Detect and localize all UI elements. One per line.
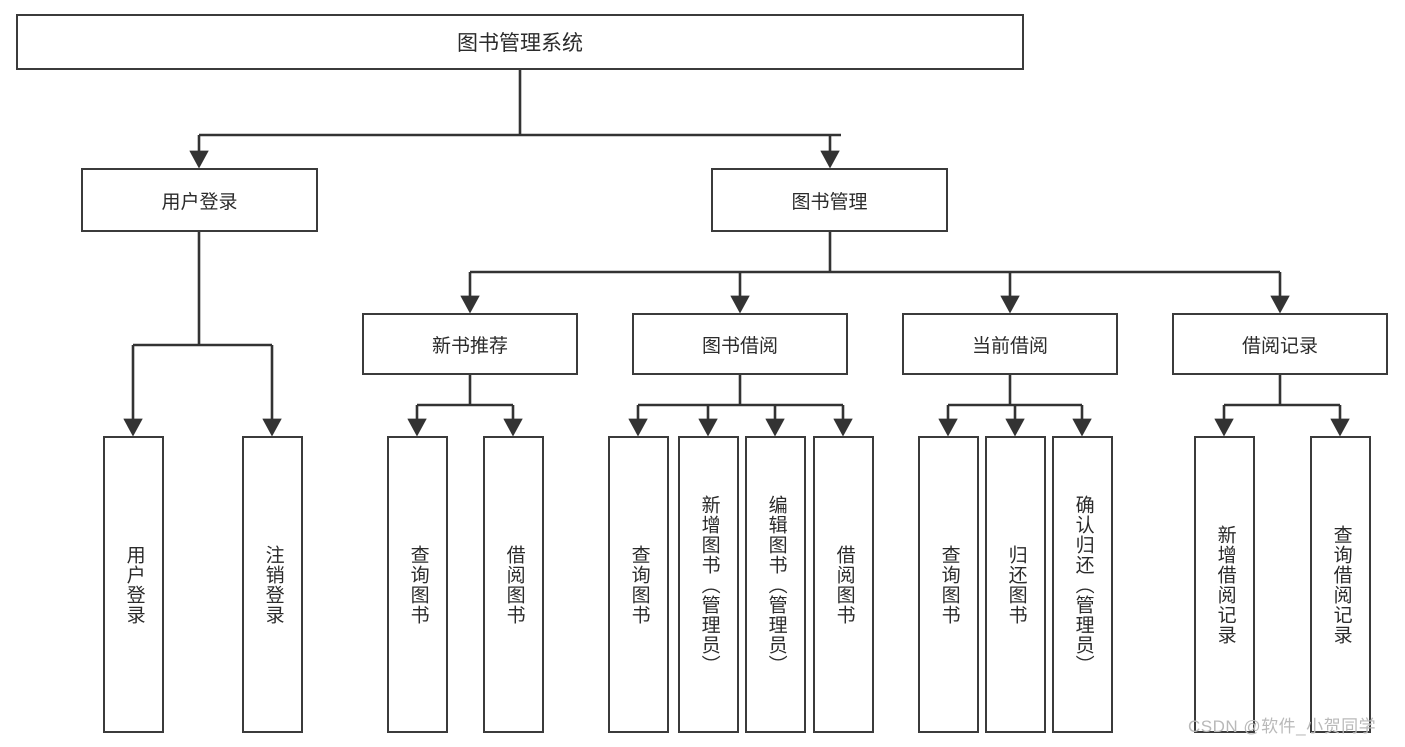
node-leaf-edit-book-label: 编辑图书（管理员） bbox=[765, 494, 787, 675]
node-user-login-label: 用户登录 bbox=[161, 191, 238, 213]
watermark: CSDN @软件_小贺同学 bbox=[1188, 717, 1377, 736]
node-leaf-query-book-2-label: 查询图书 bbox=[628, 544, 650, 625]
node-leaf-return-book-label: 归还图书 bbox=[1005, 544, 1027, 625]
node-leaf-query-record-label: 查询借阅记录 bbox=[1330, 524, 1352, 645]
node-current-borrow-label: 当前借阅 bbox=[971, 335, 1048, 357]
node-leaf-query-record[interactable]: 查询借阅记录 bbox=[1310, 436, 1371, 733]
node-leaf-user-login[interactable]: 用户登录 bbox=[103, 436, 164, 733]
node-leaf-add-book-label: 新增图书（管理员） bbox=[698, 494, 720, 675]
node-new-book-recommend[interactable]: 新书推荐 bbox=[362, 313, 578, 375]
node-leaf-borrow-book-1[interactable]: 借阅图书 bbox=[483, 436, 544, 733]
node-leaf-confirm-return-label: 确认归还（管理员） bbox=[1072, 494, 1094, 675]
node-leaf-confirm-return[interactable]: 确认归还（管理员） bbox=[1052, 436, 1113, 733]
node-leaf-query-book-1-label: 查询图书 bbox=[407, 544, 429, 625]
node-book-borrow-label: 图书借阅 bbox=[701, 335, 778, 357]
node-leaf-query-book-2[interactable]: 查询图书 bbox=[608, 436, 669, 733]
node-leaf-add-record-label: 新增借阅记录 bbox=[1214, 524, 1236, 645]
node-leaf-user-login-label: 用户登录 bbox=[123, 544, 145, 625]
node-current-borrow[interactable]: 当前借阅 bbox=[902, 313, 1118, 375]
node-borrow-record[interactable]: 借阅记录 bbox=[1172, 313, 1388, 375]
node-leaf-add-book[interactable]: 新增图书（管理员） bbox=[678, 436, 739, 733]
node-leaf-query-book-1[interactable]: 查询图书 bbox=[387, 436, 448, 733]
node-leaf-logout-login-label: 注销登录 bbox=[262, 544, 284, 625]
node-book-manage[interactable]: 图书管理 bbox=[711, 168, 948, 232]
node-leaf-edit-book[interactable]: 编辑图书（管理员） bbox=[745, 436, 806, 733]
node-new-book-recommend-label: 新书推荐 bbox=[431, 335, 508, 357]
node-leaf-query-book-3[interactable]: 查询图书 bbox=[918, 436, 979, 733]
node-user-login[interactable]: 用户登录 bbox=[81, 168, 318, 232]
node-leaf-query-book-3-label: 查询图书 bbox=[938, 544, 960, 625]
node-root-label: 图书管理系统 bbox=[457, 32, 583, 55]
node-root[interactable]: 图书管理系统 bbox=[16, 14, 1024, 70]
node-book-manage-label: 图书管理 bbox=[791, 191, 868, 213]
node-leaf-borrow-book-2[interactable]: 借阅图书 bbox=[813, 436, 874, 733]
node-leaf-return-book[interactable]: 归还图书 bbox=[985, 436, 1046, 733]
node-leaf-add-record[interactable]: 新增借阅记录 bbox=[1194, 436, 1255, 733]
node-leaf-borrow-book-1-label: 借阅图书 bbox=[503, 544, 525, 625]
node-book-borrow[interactable]: 图书借阅 bbox=[632, 313, 848, 375]
node-leaf-logout-login[interactable]: 注销登录 bbox=[242, 436, 303, 733]
node-borrow-record-label: 借阅记录 bbox=[1241, 335, 1318, 357]
node-leaf-borrow-book-2-label: 借阅图书 bbox=[833, 544, 855, 625]
